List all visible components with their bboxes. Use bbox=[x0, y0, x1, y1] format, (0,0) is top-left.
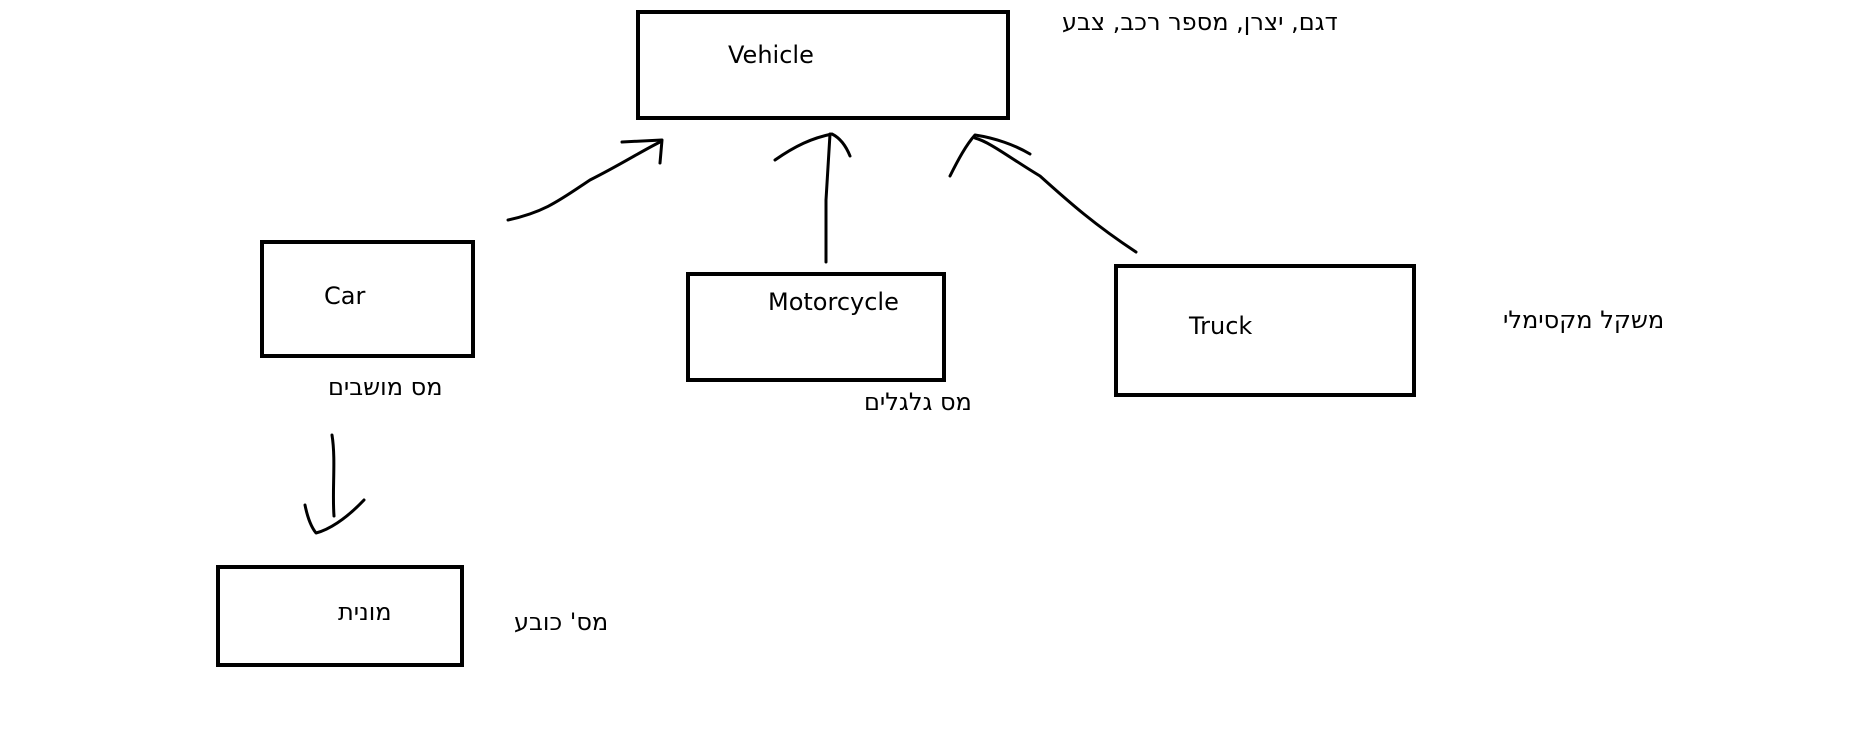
taxi-box bbox=[216, 565, 464, 667]
motorcycle-label: Motorcycle bbox=[768, 288, 899, 316]
truck-label: Truck bbox=[1189, 312, 1253, 340]
taxi-label: מונית bbox=[338, 598, 392, 626]
motorcycle-to-vehicle-arrow bbox=[773, 132, 852, 264]
car-box bbox=[260, 240, 475, 358]
truck-attributes: משקל מקסימלי bbox=[1503, 306, 1665, 334]
car-to-vehicle-arrow bbox=[506, 138, 664, 222]
car-label: Car bbox=[324, 282, 366, 310]
vehicle-attributes: דגם, יצרן, מספר רכב, צבע bbox=[1062, 8, 1338, 36]
vehicle-box bbox=[636, 10, 1010, 120]
car-to-taxi-arrow bbox=[303, 433, 366, 535]
vehicle-label: Vehicle bbox=[728, 41, 814, 69]
taxi-attributes: מס' כובע bbox=[514, 608, 609, 636]
motorcycle-attributes: מס גלגלים bbox=[864, 388, 972, 416]
truck-box bbox=[1114, 264, 1416, 397]
truck-to-vehicle-arrow bbox=[948, 133, 1138, 254]
car-attributes: מס מושבים bbox=[328, 373, 443, 401]
motorcycle-box bbox=[686, 272, 946, 382]
